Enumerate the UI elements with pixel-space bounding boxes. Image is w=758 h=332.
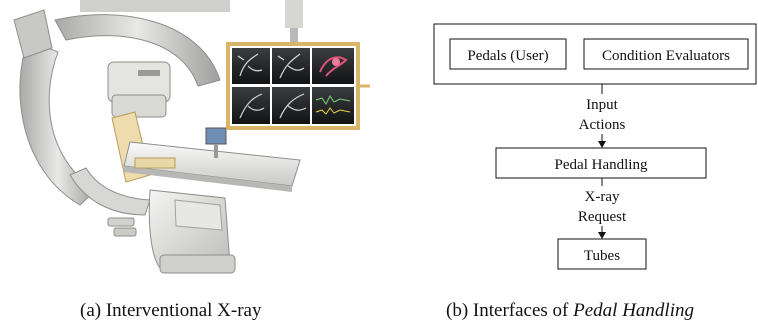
node-tubes-label: Tubes <box>584 248 620 264</box>
monitor-4 <box>232 87 270 124</box>
ceiling-mount-arm <box>290 28 298 46</box>
foot-pedal-right <box>113 227 137 237</box>
angiogram-1 <box>237 53 263 77</box>
ceiling-mount <box>285 0 303 28</box>
edge-input-label-2: Actions <box>579 117 626 133</box>
arm-joint <box>13 9 53 59</box>
node-pedal-handling-box <box>495 147 707 179</box>
edge-xray-label-2: Request <box>578 209 627 225</box>
panel-b-diagram: Pedals (User) Condition Evaluators Input… <box>420 10 758 280</box>
vitals-trace-1 <box>315 95 351 105</box>
edge-xray-arrowhead <box>598 232 606 239</box>
node-evaluators-label: Condition Evaluators <box>602 48 730 64</box>
edge-xray-label-1: X-ray <box>585 189 620 205</box>
table-controls <box>134 157 176 169</box>
c-arm-base <box>69 167 151 216</box>
pedestal-base <box>159 254 236 274</box>
panel-a-illustration <box>0 0 390 290</box>
monitor-3 <box>312 48 354 84</box>
edge-input-arrowhead <box>598 141 606 148</box>
monitor-1 <box>232 48 270 84</box>
node-pedals-box <box>449 38 567 70</box>
node-evaluators-box <box>583 38 749 70</box>
caption-a-text: Interventional X-ray <box>105 300 262 321</box>
c-arm <box>19 39 97 206</box>
caption-a-label: (a) <box>80 300 102 321</box>
caption-b-prefix: Interfaces of <box>472 300 569 321</box>
angiogram-3d <box>319 56 348 77</box>
node-tubes-box <box>557 238 647 270</box>
foot-pedal-left <box>107 217 135 227</box>
ceiling-rail <box>80 0 230 12</box>
detector-panel <box>111 94 167 118</box>
angiogram-3d-blob <box>332 58 340 66</box>
xray-machine-illustration <box>13 0 370 274</box>
monitor-2 <box>272 48 310 84</box>
node-pedals-label: Pedals (User) <box>467 48 548 64</box>
monitor-6 <box>312 87 354 124</box>
angiogram-4 <box>239 93 265 119</box>
angiogram-2 <box>277 53 305 79</box>
monitor-bank <box>232 48 354 124</box>
monitor-5 <box>272 87 310 124</box>
edge-input-label-1: Input <box>586 97 618 113</box>
caption-b-emph: Pedal Handling <box>573 300 694 321</box>
pedestal-panel <box>174 199 223 231</box>
control-screen-post <box>214 144 218 158</box>
c-arm-upper <box>54 14 221 87</box>
interfaces-diagram: Pedals (User) Condition Evaluators Input… <box>433 23 757 270</box>
caption-a: (a) Interventional X-ray <box>80 300 261 322</box>
table-edge <box>124 166 292 192</box>
vitals-trace-2 <box>315 107 351 115</box>
control-screen <box>205 127 227 145</box>
caption-b: (b) Interfaces of Pedal Handling <box>446 300 694 322</box>
brand-label <box>138 70 160 76</box>
caption-b-label: (b) <box>446 300 469 321</box>
node-pedal-handling-label: Pedal Handling <box>555 157 648 173</box>
angiogram-5 <box>279 93 307 119</box>
